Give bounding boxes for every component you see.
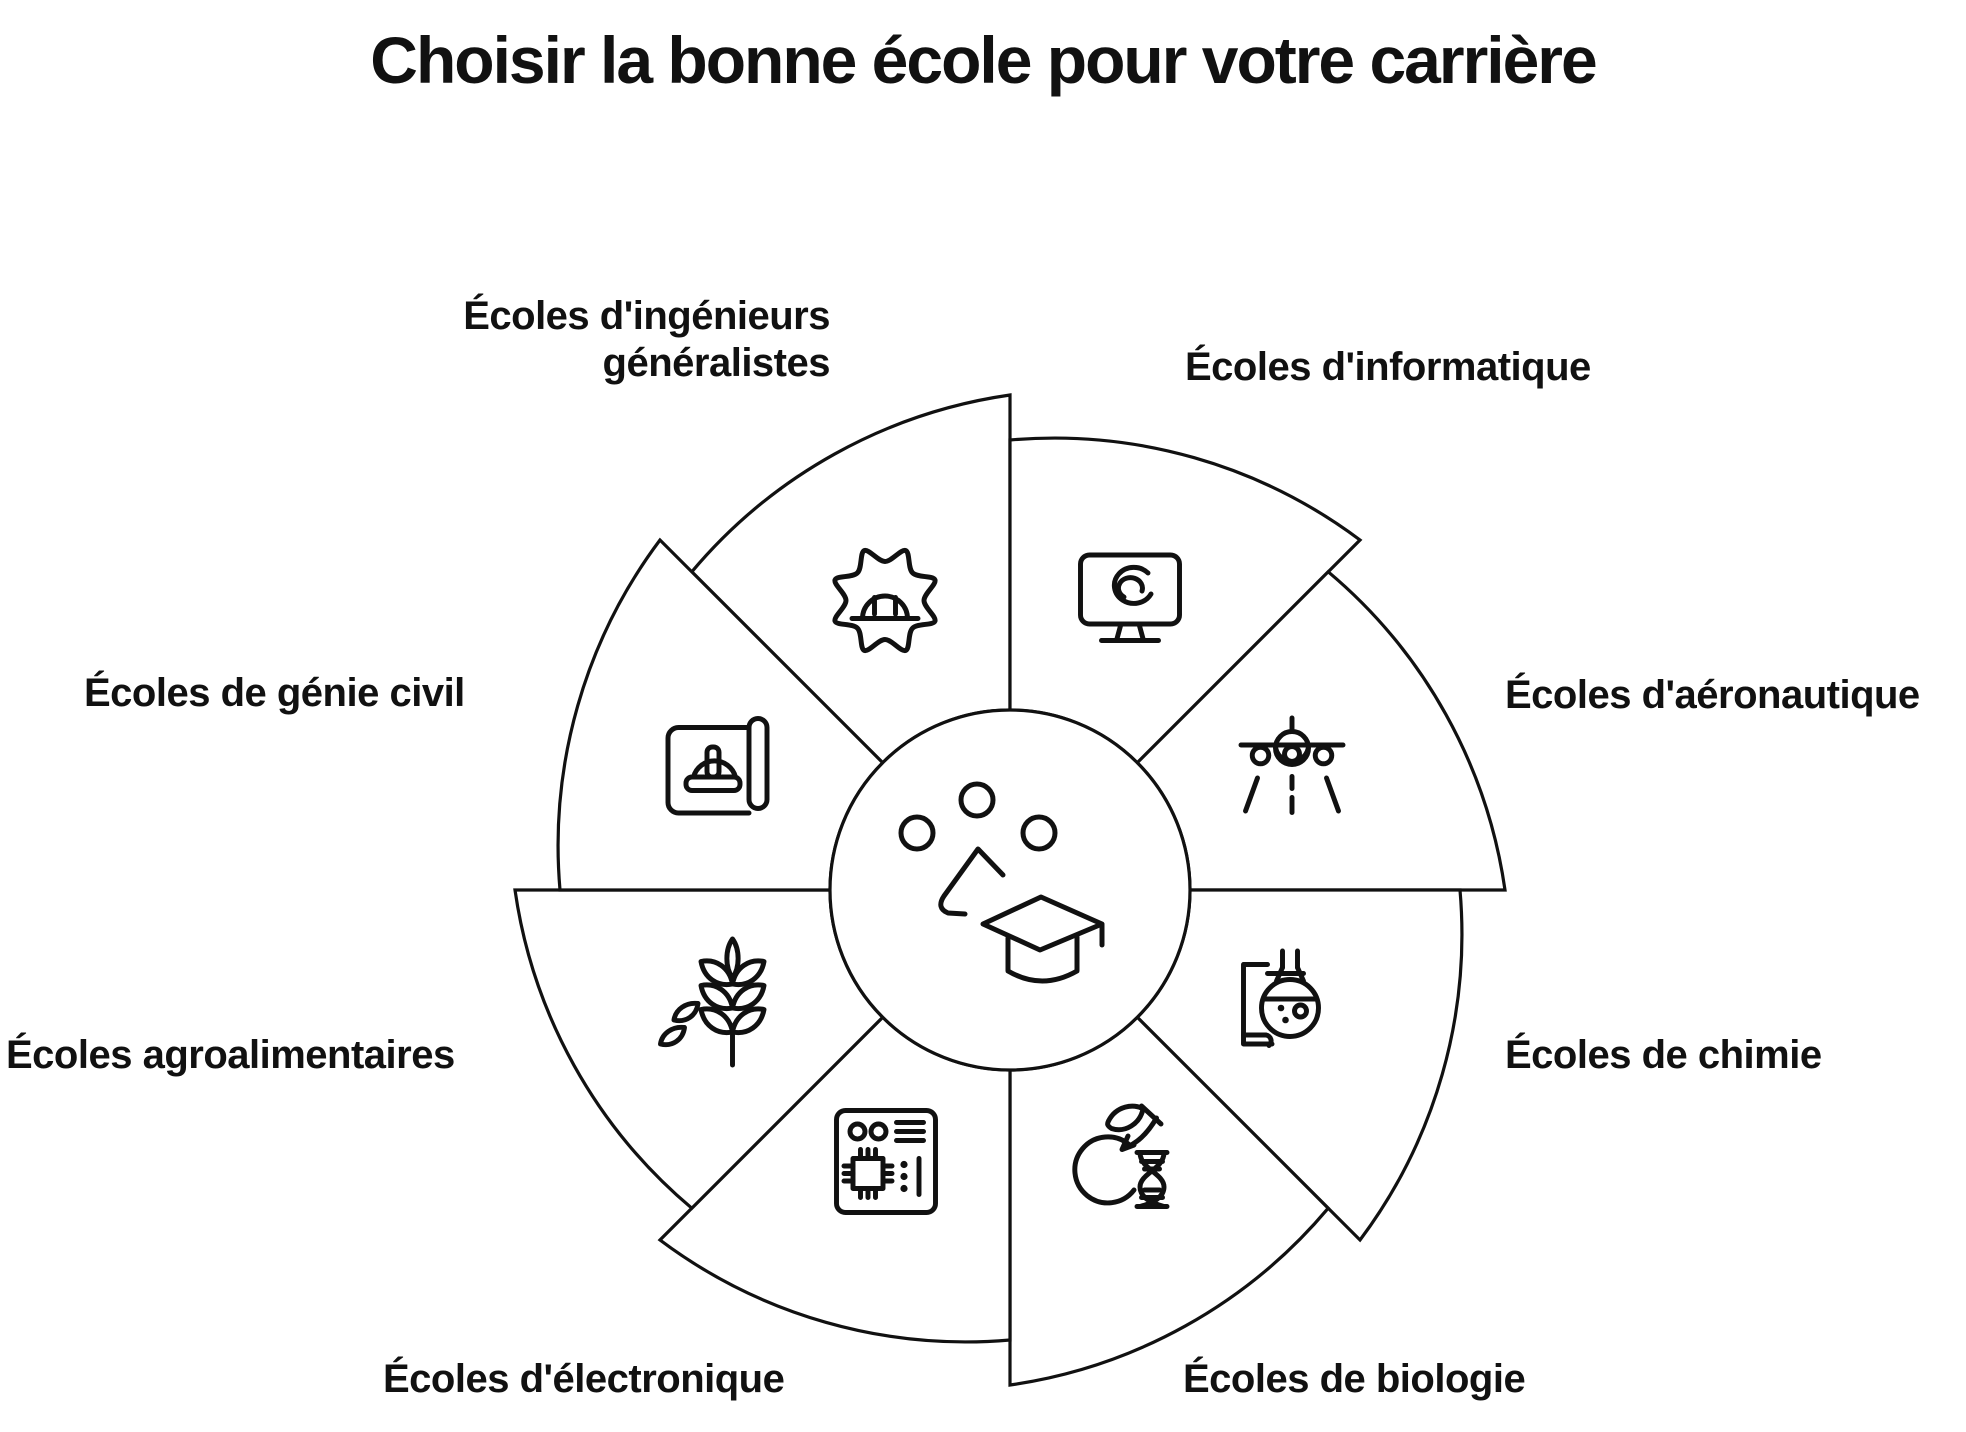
wheat-icon: [658, 936, 767, 1068]
segment-label-informatique: Écoles d'informatique: [1185, 345, 1591, 389]
grain-leaf: [658, 1024, 687, 1048]
apple-outline: [1072, 1134, 1137, 1206]
scroll-curl: [746, 716, 770, 811]
hardhat-icon: [849, 593, 921, 621]
segment-label-aeronautique: Écoles d'aéronautique: [1505, 673, 1920, 717]
segment-label-biologie: Écoles de biologie: [1183, 1357, 1526, 1401]
segment-label-chimie: Écoles de chimie: [1505, 1033, 1822, 1077]
blueprint-hardhat-icon: [665, 716, 770, 816]
gear-hardhat-icon: [832, 548, 938, 653]
person-profile-stroke: [938, 846, 1006, 917]
hardhat-icon: [683, 744, 743, 793]
flask-stand-icon: [1241, 948, 1321, 1048]
airplane-runway-icon: [1238, 715, 1346, 815]
apple-dna-icon: [1072, 1103, 1170, 1209]
lab-stand: [1241, 962, 1275, 1047]
segment-label-electronique: Écoles d'électronique: [383, 1357, 785, 1401]
swirl-glyph: [1111, 564, 1154, 606]
circuit-board-icon: [834, 1108, 938, 1215]
computer-swirl-icon: [1078, 552, 1182, 643]
segment-label-genie-civil: Écoles de génie civil: [84, 671, 465, 715]
segment-label-agroalimentaires: Écoles agroalimentaires: [6, 1033, 455, 1077]
choice-dot-icon: [1020, 814, 1058, 852]
segment-label-ingenieurs-generalistes: Écoles d'ingénieurs généralistes: [463, 294, 830, 386]
choice-dot-icon: [958, 781, 996, 819]
center-circle: [828, 708, 1192, 1072]
choice-dot-icon: [898, 814, 936, 852]
graduation-cap-choice-icon: [898, 781, 1105, 984]
graduation-cap-icon: [980, 894, 1105, 984]
dna-helix: [1134, 1150, 1170, 1209]
grain-leaf: [671, 1000, 701, 1024]
page-title: Choisir la bonne école pour votre carriè…: [370, 23, 1597, 97]
runway-lines: [1243, 774, 1341, 815]
